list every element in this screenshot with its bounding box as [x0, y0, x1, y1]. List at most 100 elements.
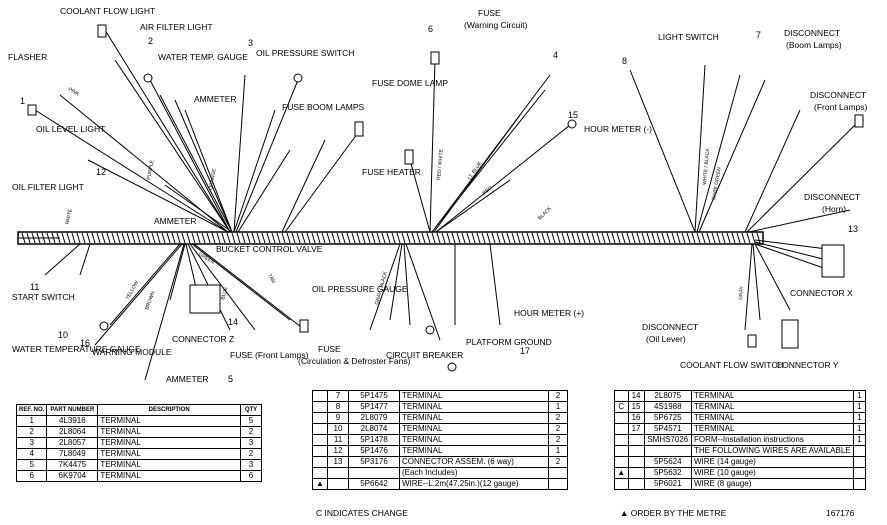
connector-z-block [189, 284, 221, 314]
label-fuse-warning-title: FUSE [478, 8, 501, 18]
cell-part [643, 445, 693, 457]
cell-ref [327, 467, 349, 479]
wire-label-pink: PINK [67, 87, 81, 98]
cell-ref: 5 [15, 459, 48, 471]
cell-qty [548, 467, 568, 479]
cell-mark: ▲ [312, 478, 328, 490]
cell-desc: CONNECTOR ASSEM. (6 way) [399, 456, 549, 468]
cell-part: 2L8079 [348, 412, 400, 424]
cell-mark [312, 401, 328, 413]
cell-part: SMHS7026 [643, 434, 693, 446]
cell-qty: 6 [240, 470, 262, 482]
hour-meter-minus-terminal [567, 119, 577, 129]
label-disconnect-oil-sub: (Oil Lever) [646, 334, 686, 344]
cell-qty: 2 [548, 434, 568, 446]
coolant-light-terminal [97, 24, 107, 38]
cell-ref: 10 [327, 423, 349, 435]
fuse-dome-lamp-terminal [354, 121, 364, 137]
platform-ground-terminal [447, 362, 457, 372]
label-disconnect-horn-sub: (Horn) [822, 204, 846, 214]
c-indicates-change-note: C INDICATES CHANGE [316, 508, 408, 518]
label-connector-z: CONNECTOR Z [172, 334, 234, 344]
circuit-breaker-terminal [425, 325, 435, 335]
cell-qty: 1 [548, 445, 568, 457]
cell-desc: TERMINAL [691, 390, 854, 402]
wire-label-blue: BLUE [220, 286, 229, 301]
label-hour-meter-plus: HOUR METER (+) [514, 308, 584, 318]
cell-mark [312, 467, 328, 479]
header-ref-no: REF. NO. [15, 404, 48, 416]
cell-ref: 14 [627, 390, 645, 402]
order-by-metre-note: ▲ ORDER BY THE METRE [620, 508, 727, 518]
callout-2: 2 [148, 36, 153, 46]
header-part-number: PART NUMBER [46, 404, 99, 416]
cell-ref: 11 [327, 434, 349, 446]
wire-label-orange: ORANGE [208, 167, 218, 190]
cell-desc: TERMINAL [399, 445, 549, 457]
cell-qty: 2 [548, 412, 568, 424]
cell-mark [614, 423, 629, 435]
callout-5: 5 [228, 374, 233, 384]
cell-qty: 2 [548, 456, 568, 468]
label-disconnect-front-sub: (Front Lamps) [814, 102, 868, 112]
fuse-warning-terminal [430, 51, 440, 65]
cell-desc: THE FOLLOWING WIRES ARE AVAILABLE [691, 445, 854, 457]
cell-qty: 2 [548, 423, 568, 435]
cell-qty: 1 [852, 390, 867, 402]
cell-ref: 3 [15, 437, 48, 449]
cell-mark [312, 456, 328, 468]
cell-qty: 1 [852, 401, 867, 413]
header-qty: QTY [240, 404, 262, 416]
cell-part: 7K4475 [46, 459, 99, 471]
label-air-filter-light: AIR FILTER LIGHT [140, 22, 213, 32]
cell-ref [627, 445, 645, 457]
header-description: DESCRIPTION [97, 404, 241, 416]
cell-part: 4L3916 [46, 415, 99, 427]
label-ammeter-top: AMMETER [194, 94, 237, 104]
label-fuse-dome-lamp: FUSE DOME LAMP [372, 78, 448, 88]
label-ammeter-bottom: AMMETER [166, 374, 209, 384]
cell-ref: 13 [327, 456, 349, 468]
cell-part: 5P5624 [643, 456, 693, 468]
table-row: THE FOLLOWING WIRES ARE AVAILABLE [614, 445, 867, 457]
label-disconnect-horn-title: DISCONNECT [804, 192, 860, 202]
cell-qty: 2 [240, 426, 262, 438]
cell-part: 4S1988 [643, 401, 693, 413]
callout-16: 16 [80, 338, 90, 348]
callout-14: 14 [228, 317, 238, 327]
callout-15: 15 [568, 110, 578, 120]
cell-ref: 12 [327, 445, 349, 457]
label-warning-module: WARNING MODULE [92, 347, 172, 357]
callout-6: 6 [428, 24, 433, 34]
wire-label-dark-green: DARK GREEN [711, 166, 723, 200]
cell-mark [614, 390, 629, 402]
cell-mark [312, 390, 328, 402]
fuse-heater-terminal [404, 149, 414, 165]
cell-qty: 2 [240, 448, 262, 460]
label-fuse-circulation-sub: (Circulation & Defroster Fans) [298, 356, 411, 366]
label-oil-pressure-gauge: OIL PRESSURE GAUGE [312, 284, 408, 294]
label-disconnect-boom-sub: (Boom Lamps) [786, 40, 842, 50]
callout-13: 13 [848, 224, 858, 234]
cell-part: 5P6642 [348, 478, 400, 490]
cell-desc: TERMINAL [399, 390, 549, 402]
cell-part: 2L8064 [46, 426, 99, 438]
oil-pressure-gauge-terminal [299, 319, 309, 333]
label-disconnect-front-title: DISCONNECT [810, 90, 866, 100]
label-oil-level-light: OIL LEVEL LIGHT [36, 124, 105, 134]
callout-7: 7 [756, 30, 761, 40]
wire-label-brown: BROWN [144, 290, 156, 310]
label-ammeter-mid: AMMETER [154, 216, 197, 226]
cell-desc: TERMINAL [97, 437, 241, 449]
wire-label-black: BLACK [537, 205, 553, 221]
